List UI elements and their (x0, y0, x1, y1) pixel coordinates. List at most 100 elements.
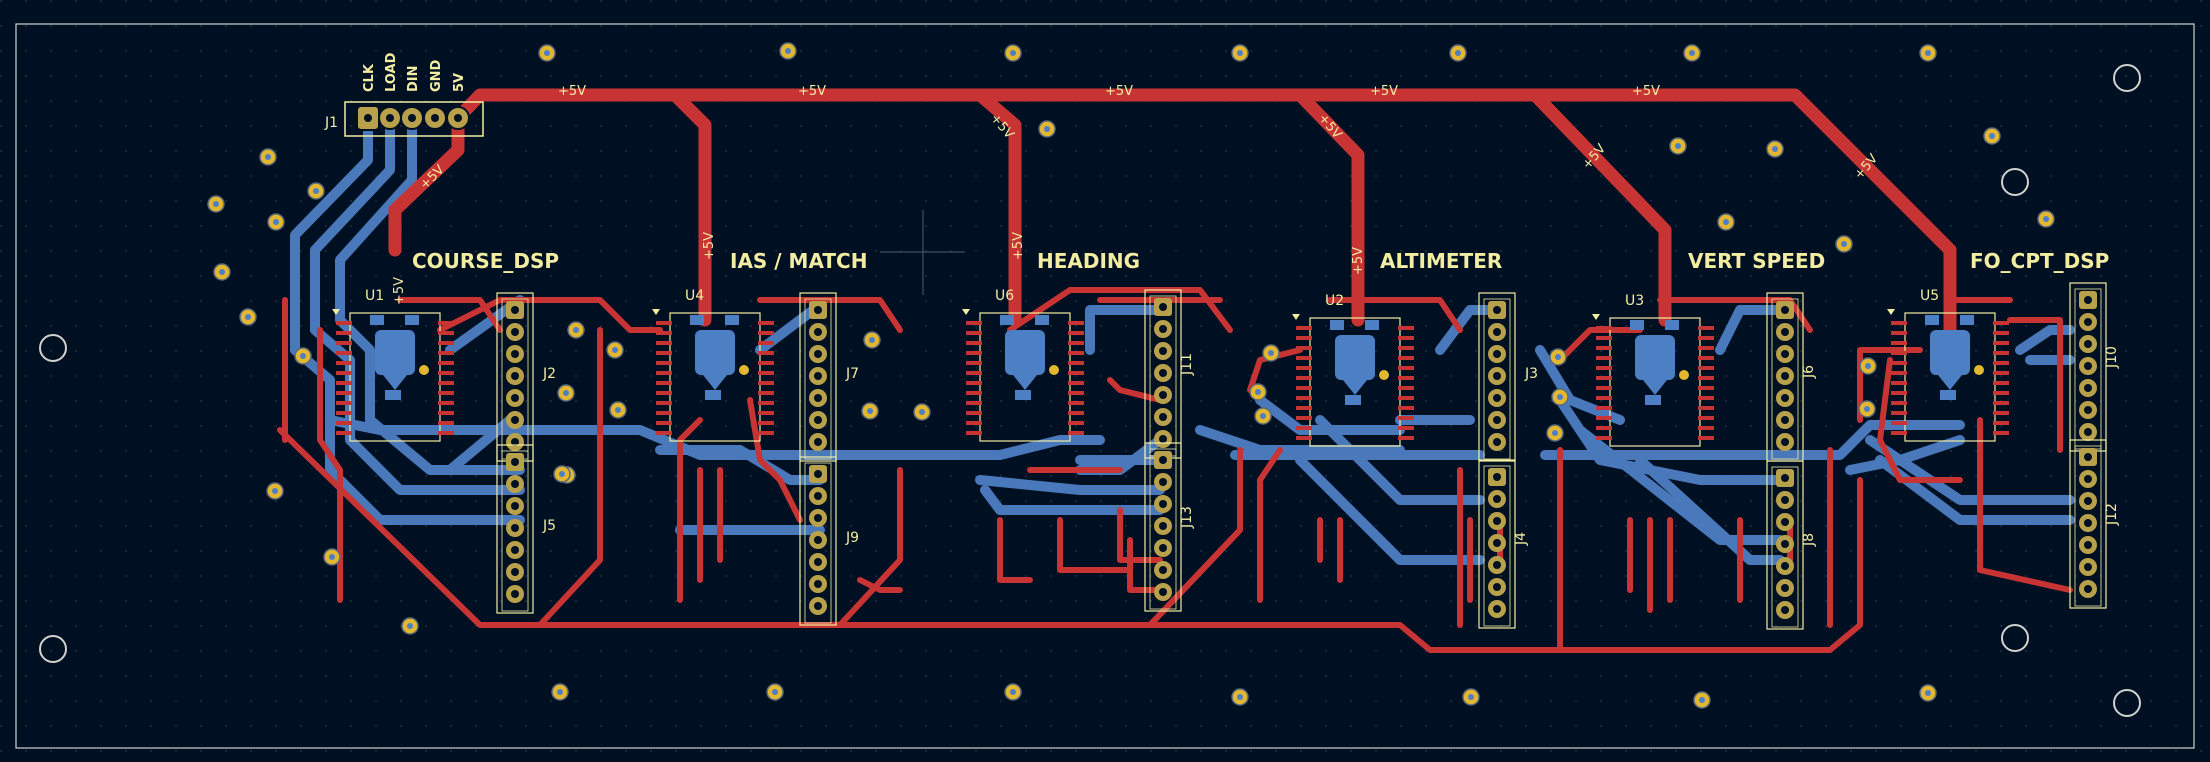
via (557, 384, 575, 402)
connector-ref: J6 (1801, 365, 1817, 379)
section-title: HEADING (1037, 249, 1140, 273)
ic-ref: U6 (995, 288, 1014, 304)
section-title: VERT SPEED (1688, 249, 1825, 273)
via (267, 213, 285, 231)
connector-ref: J8 (1801, 533, 1817, 547)
via (567, 321, 585, 339)
ic-footprints: U1 U4 U6 U2 U3 U5 (332, 288, 2009, 447)
via (1683, 44, 1701, 62)
via (1254, 407, 1272, 425)
via (551, 683, 569, 701)
via (259, 148, 277, 166)
connector-ref: J5 (542, 518, 556, 534)
section-titles: COURSE_DSP IAS / MATCH HEADING ALTIMETER… (412, 249, 2109, 273)
header-j1: J1 CLK LOAD DIN GND 5V (324, 52, 484, 137)
ic-ref: U5 (1920, 288, 1939, 304)
via (1549, 348, 1567, 366)
via (1766, 140, 1784, 158)
net-label: +5V (1011, 232, 1026, 260)
via (1249, 383, 1267, 401)
ic-footprint: U2 (1292, 293, 1414, 447)
via (553, 465, 571, 483)
via (1919, 684, 1937, 702)
via (1717, 213, 1735, 231)
via (779, 42, 797, 60)
via (1231, 44, 1249, 62)
connector-ref: J7 (845, 366, 859, 382)
ic-footprint: U6 (962, 288, 1084, 442)
net-label: +5V (392, 277, 407, 305)
ic-footprint: U3 (1592, 293, 1714, 447)
via (213, 263, 231, 281)
via (1551, 388, 1569, 406)
pin-header: J13 (1144, 442, 1195, 612)
via (861, 402, 879, 420)
connector-ref: J9 (845, 530, 859, 546)
board-outline (15, 23, 2195, 749)
net-label: +5V (1632, 84, 1660, 99)
net-label: +5V (798, 84, 826, 99)
via (863, 331, 881, 349)
header-pin-label: DIN (406, 65, 421, 92)
header-pin-label: 5V (452, 73, 467, 92)
via (1669, 137, 1687, 155)
via (1835, 235, 1853, 253)
pin-header: J5 (496, 444, 556, 614)
via (401, 617, 419, 635)
net-label: +5V (558, 84, 586, 99)
pin-header: J7 (799, 292, 859, 462)
back-copper-traces (290, 113, 2075, 565)
connector-ref: J11 (1179, 353, 1195, 376)
via (538, 44, 556, 62)
ic-footprint: U5 (1887, 288, 2009, 442)
header-pin-label: GND (429, 59, 444, 92)
header-ref: J1 (324, 115, 338, 131)
connector-ref: J10 (2104, 346, 2120, 369)
header-pin-label: CLK (362, 63, 377, 92)
connector-ref: J2 (542, 366, 556, 382)
power-bus-5v (388, 88, 1957, 337)
via (1858, 400, 1876, 418)
via (1449, 44, 1467, 62)
via (294, 347, 312, 365)
section-title: ALTIMETER (1380, 249, 1502, 273)
via (1004, 683, 1022, 701)
connector-ref: J13 (1179, 506, 1195, 529)
via (1231, 688, 1249, 706)
connector-ref: J3 (1524, 366, 1538, 382)
via (606, 341, 624, 359)
ic-ref: U1 (365, 288, 384, 304)
mounting-holes (39, 64, 2141, 717)
via (1859, 357, 1877, 375)
via (2037, 210, 2055, 228)
via (1546, 424, 1564, 442)
pin-header: J3 (1478, 292, 1538, 462)
pin-header: J4 (1478, 459, 1529, 629)
net-label: +5V (1370, 84, 1398, 99)
via (609, 401, 627, 419)
section-title: COURSE_DSP (412, 249, 559, 273)
cursor-crosshair (880, 210, 965, 295)
via (307, 182, 325, 200)
net-label: +5V (702, 232, 717, 260)
ic-footprint: U4 (652, 288, 774, 442)
via (913, 403, 931, 421)
vias (207, 42, 2055, 709)
via (266, 482, 284, 500)
ic-ref: U4 (685, 288, 704, 304)
pin-header: J12 (2069, 439, 2120, 609)
via (1693, 691, 1711, 709)
via (766, 683, 784, 701)
section-title: IAS / MATCH (730, 249, 867, 273)
front-copper-traces (277, 287, 2073, 653)
connector-ref: J4 (1513, 532, 1529, 546)
pin-header: J10 (2069, 282, 2120, 452)
ic-ref: U3 (1625, 293, 1644, 309)
via (1462, 688, 1480, 706)
via (1983, 127, 2001, 145)
via (239, 308, 257, 326)
header-pin-label: LOAD (384, 52, 399, 92)
connector-ref: J12 (2104, 503, 2120, 526)
